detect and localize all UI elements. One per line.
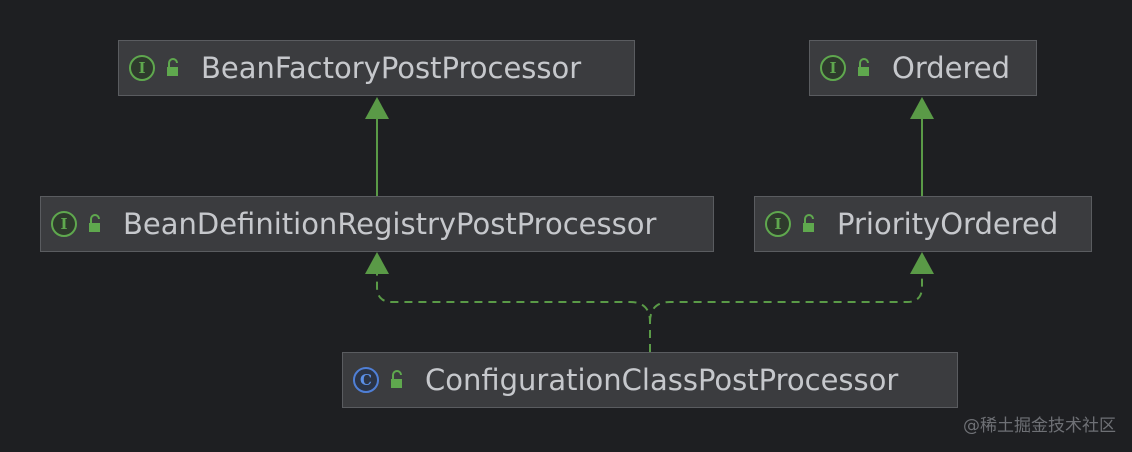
unlocked-padlock-icon <box>167 58 178 76</box>
edge-config-to-registry <box>376 272 651 352</box>
watermark: @稀土掘金技术社区 <box>963 416 1116 436</box>
arrowhead-ordered <box>910 97 934 119</box>
unlocked-padlock-icon <box>803 214 814 232</box>
unlocked-padlock-icon <box>89 214 100 232</box>
arrowhead-priority <box>910 252 934 274</box>
interface-icon: I <box>51 211 77 237</box>
interface-icon: I <box>820 55 846 81</box>
node-label: BeanFactoryPostProcessor <box>201 51 582 85</box>
node-bean-definition-registry-post-processor[interactable]: I BeanDefinitionRegistryPostProcessor <box>40 196 714 252</box>
arrowhead-registry <box>365 252 389 274</box>
unlocked-padlock-icon <box>391 370 402 388</box>
node-configuration-class-post-processor[interactable]: C ConfigurationClassPostProcessor <box>342 352 958 408</box>
node-label: PriorityOrdered <box>837 207 1059 241</box>
node-label: BeanDefinitionRegistryPostProcessor <box>123 207 657 241</box>
class-icon: C <box>353 367 379 393</box>
interface-icon: I <box>765 211 791 237</box>
node-ordered[interactable]: I Ordered <box>809 40 1037 96</box>
node-bean-factory-post-processor[interactable]: I BeanFactoryPostProcessor <box>118 40 635 96</box>
interface-icon: I <box>129 55 155 81</box>
arrowhead-factory <box>365 97 389 119</box>
edge-config-to-priority <box>649 272 923 323</box>
node-priority-ordered[interactable]: I PriorityOrdered <box>754 196 1092 252</box>
unlocked-padlock-icon <box>858 58 869 76</box>
node-label: Ordered <box>892 51 1011 85</box>
node-label: ConfigurationClassPostProcessor <box>425 363 899 397</box>
